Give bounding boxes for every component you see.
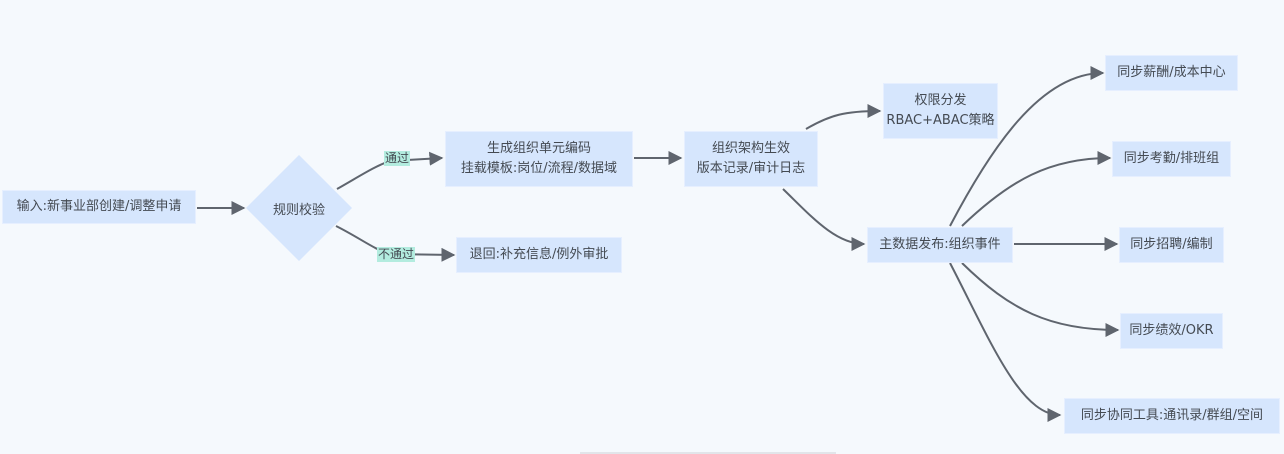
node-generate-code[interactable]: 生成组织单元编码 挂载模板:岗位/流程/数据域 — [445, 131, 633, 187]
node-sync-attendance-label: 同步考勤/排班组 — [1123, 151, 1220, 166]
node-sync-payroll-label: 同步薪酬/成本中心 — [1117, 65, 1226, 80]
node-input-label: 输入:新事业部创建/调整申请 — [16, 199, 182, 214]
node-master-data[interactable]: 主数据发布:组织事件 — [867, 227, 1013, 263]
rule-check-diamond[interactable] — [246, 155, 352, 261]
edge-org-effective-to-permission — [805, 104, 882, 130]
node-sync-collab[interactable]: 同步协同工具:通讯录/群组/空间 — [1064, 398, 1280, 434]
edge-master-data-to-sync-attendance — [961, 151, 1112, 227]
node-org-effective-line-2: 版本记录/审计日志 — [696, 161, 806, 176]
horizontal-scrollbar[interactable] — [580, 452, 836, 454]
node-reject-label: 退回:补充信息/例外审批 — [469, 247, 609, 262]
node-sync-collab-label: 同步协同工具:通讯录/群组/空间 — [1080, 408, 1264, 423]
edge-label-pass: 通过 — [384, 151, 411, 166]
node-permission-line-2: RBAC+ABAC策略 — [886, 113, 995, 128]
edge-org-effective-to-master-data — [782, 188, 866, 251]
node-sync-payroll[interactable]: 同步薪酬/成本中心 — [1105, 55, 1238, 91]
node-generate-code-line-1: 生成组织单元编码 — [486, 141, 591, 156]
node-sync-performance-label: 同步绩效/OKR — [1129, 323, 1214, 338]
node-org-effective-line-1: 组织架构生效 — [711, 141, 790, 156]
node-rule-check-label: 规则校验 — [272, 202, 325, 218]
node-org-effective[interactable]: 组织架构生效 版本记录/审计日志 — [684, 131, 818, 187]
node-generate-code-line-2: 挂载模板:岗位/流程/数据域 — [460, 161, 618, 176]
edge-master-data-to-sync-collab — [949, 262, 1062, 422]
node-reject[interactable]: 退回:补充信息/例外审批 — [456, 237, 622, 273]
edge-master-data-to-sync-performance — [961, 262, 1120, 337]
edge-label-fail: 不通过 — [377, 247, 416, 262]
node-master-data-label: 主数据发布:组织事件 — [879, 237, 1001, 252]
node-permission[interactable]: 权限分发 RBAC+ABAC策略 — [883, 83, 998, 139]
node-permission-line-1: 权限分发 — [914, 93, 967, 108]
node-input[interactable]: 输入:新事业部创建/调整申请 — [2, 190, 196, 224]
edge-master-data-to-sync-payroll — [949, 66, 1105, 227]
node-sync-recruit-label: 同步招聘/编制 — [1130, 237, 1213, 252]
node-sync-performance[interactable]: 同步绩效/OKR — [1120, 313, 1223, 349]
node-rule-check[interactable]: 规则校验 — [246, 155, 352, 261]
node-sync-recruit[interactable]: 同步招聘/编制 — [1119, 227, 1224, 263]
node-sync-attendance[interactable]: 同步考勤/排班组 — [1112, 141, 1231, 177]
